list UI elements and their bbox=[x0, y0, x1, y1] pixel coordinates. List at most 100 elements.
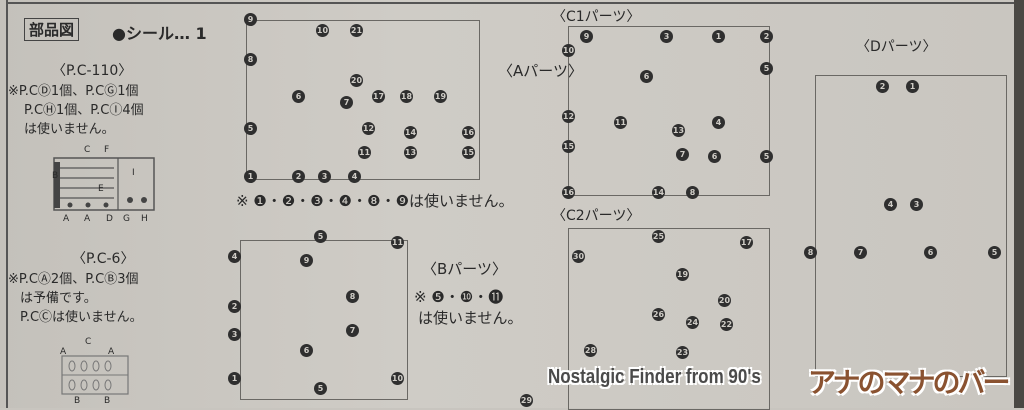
part-number-marker: 13 bbox=[672, 124, 685, 137]
part-number-marker: 12 bbox=[562, 110, 575, 123]
part-number-marker: 5 bbox=[314, 230, 327, 243]
pc110-note-2: P.CⒽ1個、P.CⒾ4個 bbox=[24, 103, 144, 118]
a-parts-sprue bbox=[246, 20, 480, 180]
part-number-marker: 8 bbox=[346, 290, 359, 303]
part-number-marker: 22 bbox=[720, 318, 733, 331]
site-logo: アナのマナのバー bbox=[808, 366, 1010, 399]
part-number-marker: 16 bbox=[562, 186, 575, 199]
part-number-marker: 11 bbox=[358, 146, 371, 159]
d-parts-title: 〈Dパーツ〉 bbox=[856, 39, 937, 55]
part-number-marker: 30 bbox=[572, 250, 585, 263]
pc6-runner-diagram bbox=[61, 355, 129, 395]
part-number-marker: 16 bbox=[462, 126, 475, 139]
b-parts-title: 〈Bパーツ〉 bbox=[422, 260, 507, 278]
part-number-marker: 7 bbox=[340, 96, 353, 109]
part-number-marker: 20 bbox=[350, 74, 363, 87]
part-number-marker: 2 bbox=[760, 30, 773, 43]
part-number-marker: 1 bbox=[906, 80, 919, 93]
part-number-marker: 5 bbox=[760, 150, 773, 163]
part-number-marker: 7 bbox=[854, 246, 867, 259]
part-number-marker: 20 bbox=[718, 294, 731, 307]
pc110-title: 〈P.C-110〉 bbox=[52, 63, 133, 79]
part-number-marker: 5 bbox=[988, 246, 1001, 259]
part-number-marker: 24 bbox=[686, 316, 699, 329]
part-number-marker: 5 bbox=[760, 62, 773, 75]
part-number-marker: 6 bbox=[300, 344, 313, 357]
part-number-marker: 6 bbox=[708, 150, 721, 163]
pc110-runner-diagram bbox=[53, 157, 155, 211]
part-number-marker: 3 bbox=[910, 198, 923, 211]
part-letter: B bbox=[74, 396, 81, 406]
pc6-note-2: は予備です。 bbox=[20, 291, 97, 306]
d-parts-sprue bbox=[815, 75, 1007, 377]
part-letter: A bbox=[60, 347, 67, 357]
part-number-marker: 15 bbox=[562, 140, 575, 153]
part-number-marker: 28 bbox=[584, 344, 597, 357]
part-number-marker: 10 bbox=[391, 372, 404, 385]
sticker-note: ●シール… 1 bbox=[112, 24, 207, 43]
part-number-marker: 15 bbox=[462, 146, 475, 159]
b-parts-note-2: は使いません。 bbox=[418, 309, 523, 327]
part-number-marker: 2 bbox=[292, 170, 305, 183]
part-number-marker: 7 bbox=[346, 324, 359, 337]
part-number-marker: 9 bbox=[580, 30, 593, 43]
page-edge bbox=[1014, 0, 1024, 408]
c2-parts-title: 〈C2パーツ〉 bbox=[552, 208, 641, 224]
part-number-marker: 8 bbox=[686, 186, 699, 199]
section-label: 部品図 bbox=[24, 18, 80, 41]
pc6-title: 〈P.C-6〉 bbox=[72, 251, 135, 267]
part-letter: I bbox=[132, 168, 135, 178]
part-number-marker: 6 bbox=[640, 70, 653, 83]
part-letter: A bbox=[108, 347, 115, 357]
c1-parts-title: 〈C1パーツ〉 bbox=[552, 9, 641, 25]
border-line bbox=[6, 0, 8, 408]
part-number-marker: 6 bbox=[924, 246, 937, 259]
part-letter: H bbox=[141, 214, 148, 224]
pc6-note-1: ※P.CⒶ2個、P.CⒷ3個 bbox=[8, 272, 139, 287]
part-number-marker: 3 bbox=[660, 30, 673, 43]
part-number-marker: 25 bbox=[652, 230, 665, 243]
pc110-note-1: ※P.CⒹ1個、P.CⒼ1個 bbox=[8, 84, 139, 99]
part-number-marker: 4 bbox=[348, 170, 361, 183]
part-number-marker: 8 bbox=[804, 246, 817, 259]
pc110-note-3: は使いません。 bbox=[24, 122, 115, 137]
part-number-marker: 17 bbox=[740, 236, 753, 249]
part-number-marker: 19 bbox=[434, 90, 447, 103]
part-number-marker: 5 bbox=[244, 122, 257, 135]
part-number-marker: 6 bbox=[292, 90, 305, 103]
part-number-marker: 3 bbox=[318, 170, 331, 183]
part-number-marker: 1 bbox=[712, 30, 725, 43]
part-number-marker: 10 bbox=[562, 44, 575, 57]
part-number-marker: 23 bbox=[676, 346, 689, 359]
part-number-marker: 19 bbox=[676, 268, 689, 281]
pc6-note-3: P.CⒸは使いません。 bbox=[20, 310, 143, 325]
border-line bbox=[6, 2, 1016, 4]
part-number-marker: 4 bbox=[712, 116, 725, 129]
part-number-marker: 14 bbox=[404, 126, 417, 139]
part-number-marker: 1 bbox=[244, 170, 257, 183]
part-letter: F bbox=[104, 145, 110, 155]
part-number-marker: 10 bbox=[316, 24, 329, 37]
part-number-marker: 26 bbox=[652, 308, 665, 321]
part-number-marker: 5 bbox=[314, 382, 327, 395]
part-letter: D bbox=[106, 214, 113, 224]
part-letter: C bbox=[85, 337, 92, 347]
part-letter: G bbox=[123, 214, 130, 224]
part-number-marker: 9 bbox=[244, 13, 257, 26]
b-parts-sprue bbox=[240, 240, 408, 400]
part-letter: A bbox=[63, 214, 70, 224]
part-letter: B bbox=[52, 171, 59, 181]
part-number-marker: 11 bbox=[391, 236, 404, 249]
a-parts-note: ※ ❶・❷・❸・❹・❽・❾は使いません。 bbox=[236, 192, 514, 210]
part-letter: B bbox=[104, 396, 111, 406]
part-number-marker: 18 bbox=[400, 90, 413, 103]
part-number-marker: 12 bbox=[362, 122, 375, 135]
part-number-marker: 2 bbox=[228, 300, 241, 313]
part-letter: A bbox=[84, 214, 91, 224]
part-number-marker: 21 bbox=[350, 24, 363, 37]
part-number-marker: 3 bbox=[228, 328, 241, 341]
part-number-marker: 7 bbox=[676, 148, 689, 161]
part-number-marker: 14 bbox=[652, 186, 665, 199]
part-number-marker: 11 bbox=[614, 116, 627, 129]
